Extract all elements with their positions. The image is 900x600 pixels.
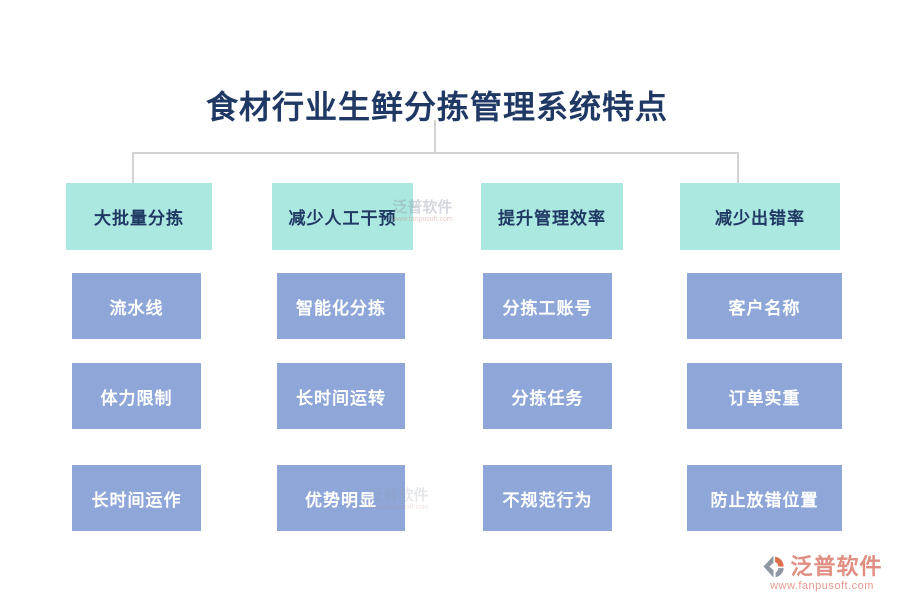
feature-item: 不规范行为 [483, 465, 612, 531]
feature-item: 长时间运转 [277, 363, 405, 429]
feature-item: 智能化分拣 [277, 273, 405, 339]
connector-title-stem [434, 120, 436, 153]
feature-header-fewer-errors: 减少出错率 [680, 183, 840, 250]
feature-header-less-manual: 减少人工干预 [272, 183, 413, 250]
feature-item: 体力限制 [72, 363, 201, 429]
diagram-title: 食材行业生鲜分拣管理系统特点 [205, 89, 668, 125]
connector-drop-right [737, 152, 739, 184]
brand-logo: 泛普软件 www.fanpusoft.com [752, 554, 892, 592]
feature-item: 长时间运作 [72, 465, 201, 531]
feature-item: 优势明显 [277, 465, 405, 531]
feature-item: 订单实重 [687, 363, 842, 429]
feature-item: 分拣工账号 [483, 273, 612, 339]
fanpu-logo-icon [764, 555, 785, 578]
feature-header-efficiency: 提升管理效率 [481, 183, 623, 250]
feature-header-batch-sorting: 大批量分拣 [66, 183, 212, 250]
feature-item: 流水线 [72, 273, 201, 339]
connector-horizontal-rail [132, 152, 739, 154]
brand-name: 泛普软件 [790, 553, 883, 579]
connector-drop-left [132, 152, 134, 184]
feature-item: 分拣任务 [483, 363, 612, 429]
feature-item: 客户名称 [687, 273, 842, 339]
feature-item: 防止放错位置 [687, 465, 842, 531]
brand-url: www.fanpusoft.com [770, 580, 874, 592]
